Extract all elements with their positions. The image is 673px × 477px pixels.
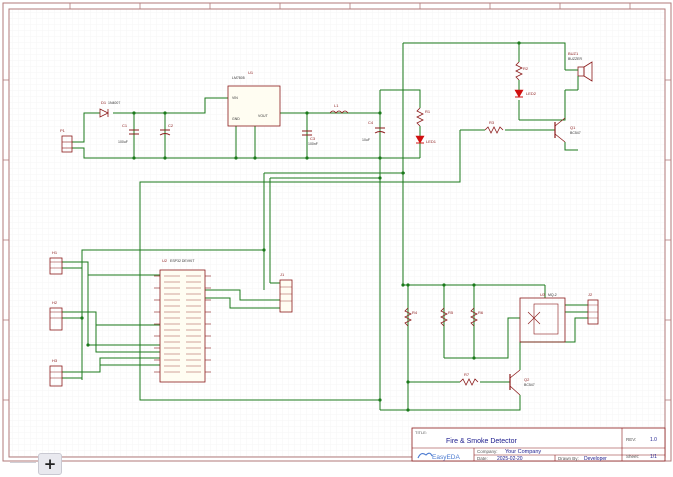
buzzer-value: BUZZER (568, 57, 582, 61)
res-r3-ref: R3 (489, 120, 495, 125)
schematic-title: Fire & Smoke Detector (446, 438, 517, 445)
header-h1[interactable]: H1 (49, 250, 63, 275)
res-r4-ref: R4 (412, 310, 418, 315)
wire-net (62, 42, 588, 411)
company-label: Company: (477, 449, 498, 454)
title-label: TITLE: (415, 430, 427, 435)
q2-value: BC547 (524, 383, 535, 387)
cap-c1-value: 100uF (118, 140, 128, 144)
mcu-ref: U2 (162, 258, 168, 263)
capacitor-c4[interactable]: C4 10uF (362, 120, 386, 142)
res-r2-ref: R2 (523, 66, 529, 71)
rev-label: REV: (626, 437, 636, 442)
capacitor-c2[interactable]: C2 (159, 123, 174, 136)
cap-c3-value: 100nF (308, 142, 318, 146)
cap-c4-ref: C4 (368, 120, 374, 125)
microcontroller-u2[interactable]: U2 ESP32 DEVKIT (154, 258, 211, 383)
sheet-label: Sheet: (626, 454, 639, 459)
resistor-r5[interactable]: R5 (440, 307, 454, 327)
sensor-ref: U3 (540, 292, 546, 297)
rev-value: 1.0 (650, 437, 657, 443)
logo-text: EasyEDA (432, 454, 460, 461)
title-block: TITLE: Fire & Smoke Detector REV: 1.0 Co… (411, 427, 666, 462)
capacitor-c1[interactable]: C1 100uF (118, 123, 139, 144)
res-r6-ref: R6 (478, 310, 484, 315)
res-r1-ref: R1 (425, 109, 431, 114)
led-power-indicator[interactable]: LED1 (415, 126, 437, 150)
led1-ref: LED1 (426, 139, 437, 144)
diode-value: 1N4007 (108, 101, 120, 105)
header-h3-ref: H3 (52, 358, 58, 363)
regulator-pin-vout: VOUT (258, 114, 269, 118)
cap-c4-value: 10uF (362, 138, 370, 142)
junction-dots (80, 41, 521, 412)
connector-j2[interactable]: J2 (587, 292, 599, 325)
date-value: 2025-02-20 (497, 456, 523, 462)
sensor-value: MQ-2 (548, 293, 557, 297)
regulator-pin-gnd: GND (232, 117, 240, 121)
resistor-r2[interactable]: R2 (515, 61, 529, 81)
drawn-by-value: Developer (584, 456, 607, 462)
dc-jack-ref: P1 (60, 128, 66, 133)
q1-ref: Q1 (570, 125, 576, 130)
mcu-value: ESP32 DEVKIT (170, 259, 195, 263)
date-label: Date: (477, 456, 488, 461)
cap-c3-ref: C3 (310, 136, 316, 141)
buzzer-ref: BUZ1 (568, 51, 579, 56)
dc-jack-connector[interactable]: P1 (60, 128, 73, 153)
resistor-r1[interactable]: R1 (416, 107, 431, 127)
company-value: Your Company (505, 449, 541, 455)
cap-c2-ref: C2 (168, 123, 174, 128)
connector-j1-ref: J1 (280, 272, 285, 277)
inductor-l1[interactable]: L1 (329, 103, 349, 114)
regulator-ref: U1 (248, 70, 254, 75)
res-r5-ref: R5 (448, 310, 454, 315)
connector-j1[interactable]: J1 (279, 272, 293, 313)
resistor-r6[interactable]: R6 (470, 307, 484, 327)
regulator-value: LM7805 (232, 76, 245, 80)
zoom-in-button[interactable]: + (38, 453, 62, 475)
resistor-r4[interactable]: R4 (404, 307, 418, 327)
zoom-slider-track[interactable] (10, 462, 36, 463)
inductor-ref: L1 (334, 103, 339, 108)
cap-c1-ref: C1 (122, 123, 128, 128)
header-h1-ref: H1 (52, 250, 58, 255)
capacitor-c3[interactable]: C3 100nF (302, 130, 318, 146)
drawn-by-label: Drawn By: (558, 456, 579, 461)
transistor-q1[interactable]: Q1 BC547 (554, 117, 581, 143)
header-h3[interactable]: H3 (49, 358, 63, 387)
sheet-value: 1/1 (650, 454, 657, 460)
voltage-regulator-u1[interactable]: U1 LM7805 VIN GND VOUT (227, 70, 281, 127)
q1-value: BC547 (570, 131, 581, 135)
diode-ref: D1 (101, 100, 107, 105)
led2-ref: LED2 (526, 91, 537, 96)
q2-ref: Q2 (524, 377, 530, 382)
header-h2[interactable]: H2 (49, 300, 63, 331)
smoke-sensor-u3[interactable]: U3 MQ-2 (519, 292, 566, 343)
transistor-q2[interactable]: Q2 BC547 (509, 369, 535, 396)
header-h2-ref: H2 (52, 300, 58, 305)
diode-d1[interactable]: D1 1N4007 (99, 100, 120, 118)
buzzer[interactable]: BUZ1 BUZZER (565, 51, 593, 91)
resistor-r7[interactable]: R7 (459, 372, 479, 386)
resistor-r3[interactable]: R3 (484, 120, 504, 134)
connector-j2-ref: J2 (588, 292, 593, 297)
regulator-pin-vin: VIN (232, 96, 238, 100)
res-r7-ref: R7 (464, 372, 470, 377)
led-alarm-indicator[interactable]: LED2 (514, 80, 537, 98)
easyeda-logo: EasyEDA (417, 452, 460, 461)
